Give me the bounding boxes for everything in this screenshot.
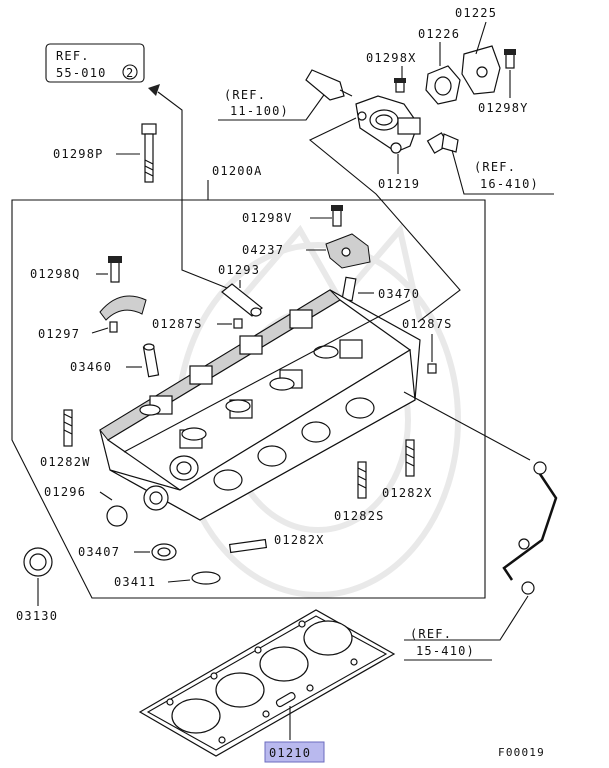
- ref-11-line2: 11-100): [230, 104, 289, 118]
- stud-01282X-right: [405, 439, 415, 477]
- plug-01296: [106, 505, 128, 527]
- thermostat-housing: [355, 95, 421, 154]
- ref-arrow-head: [148, 84, 160, 96]
- label-01287S-left: 01287S: [152, 317, 203, 331]
- cap-01297: [99, 295, 147, 333]
- plug-01287S-right: [427, 363, 437, 374]
- tube-03460: [142, 343, 160, 378]
- label-01282S: 01282S: [334, 509, 385, 523]
- label-04237: 04237: [242, 243, 284, 257]
- plug-01287S-left: [233, 318, 243, 329]
- label-01282W: 01282W: [40, 455, 91, 469]
- label-01210-highlight[interactable]: [264, 741, 325, 763]
- pin-01293: [221, 283, 263, 317]
- label-01226: 01226: [418, 27, 460, 41]
- bolt-01298V: [331, 205, 343, 227]
- sealant-tube: [305, 69, 353, 101]
- label-03411: 03411: [114, 575, 156, 589]
- stud-01282W: [63, 409, 73, 447]
- label-01298P: 01298P: [53, 147, 104, 161]
- ref-arrow-line: [157, 91, 233, 291]
- ref-11-line1: (REF.: [224, 88, 266, 102]
- label-01287S-right: 01287S: [402, 317, 453, 331]
- label-01210[interactable]: 01210: [269, 746, 311, 760]
- figure-code: F00019: [498, 746, 545, 759]
- cover-01225: [461, 45, 501, 95]
- head-gasket-01210: [138, 609, 396, 757]
- label-03470: 03470: [378, 287, 420, 301]
- label-01298Y: 01298Y: [478, 101, 529, 115]
- stud-01282S: [357, 461, 367, 499]
- label-01282X-bottom: 01282X: [274, 533, 325, 547]
- label-01293: 01293: [218, 263, 260, 277]
- cylinder-head: [99, 289, 421, 521]
- label-01200A: 01200A: [212, 164, 263, 178]
- label-01296: 01296: [44, 485, 86, 499]
- stud-01282X-bottom: [228, 538, 268, 554]
- bracket-04237: [325, 233, 371, 269]
- label-01282X-right: 01282X: [382, 486, 433, 500]
- bolt-01298P: [141, 123, 157, 183]
- circled-number-text: 2: [126, 66, 133, 80]
- label-01297: 01297: [38, 327, 80, 341]
- label-01298Q: 01298Q: [30, 267, 81, 281]
- circled-number: [122, 64, 138, 80]
- seal-03470: [341, 276, 357, 302]
- label-01298X: 01298X: [366, 51, 417, 65]
- bolt-01298Q: [108, 256, 122, 283]
- label-03130: 03130: [16, 609, 58, 623]
- ref-55-line2: 55-010: [56, 66, 107, 80]
- label-03460: 03460: [70, 360, 112, 374]
- ref-55-line1: REF.: [56, 49, 90, 63]
- label-01225: 01225: [455, 6, 497, 20]
- label-01298V: 01298V: [242, 211, 293, 225]
- gasket-01226: [425, 65, 461, 105]
- bolt-01298X: [394, 78, 406, 93]
- oil-pipe: [502, 461, 558, 595]
- temp-sensor: [426, 132, 459, 154]
- label-03407: 03407: [78, 545, 120, 559]
- ref-16-line2: 16-410): [480, 177, 539, 191]
- bolt-01298Y: [504, 49, 516, 69]
- label-01219: 01219: [378, 177, 420, 191]
- ref-15-line2: 15-410): [416, 644, 475, 658]
- ref-15-line1: (REF.: [410, 627, 452, 641]
- ref-55-box: [45, 43, 145, 83]
- assembly-box: [11, 199, 486, 599]
- gasket-03411: [191, 571, 221, 585]
- ref-16-line1: (REF.: [474, 160, 516, 174]
